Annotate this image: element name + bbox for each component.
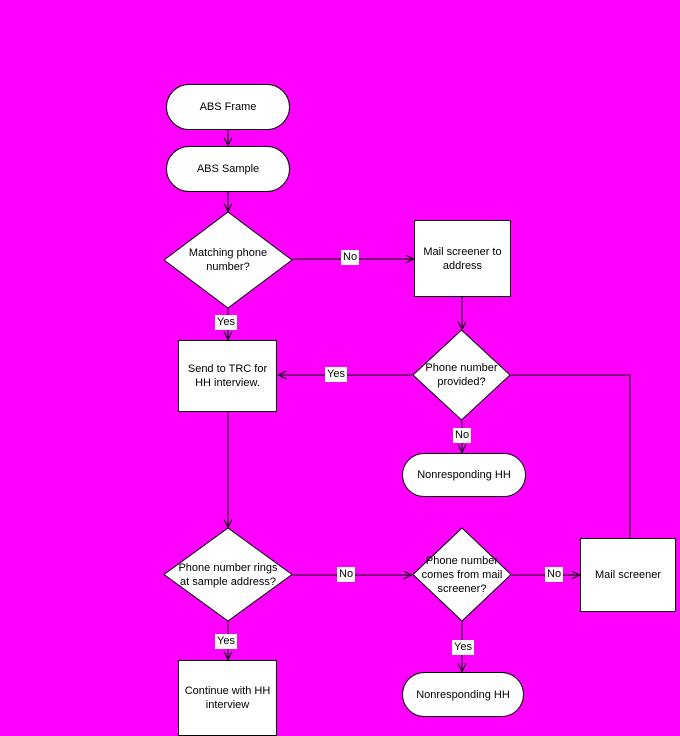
node-nonresponding-hh-bottom-label: Nonresponding HH: [416, 688, 510, 701]
edge-label-fromscreener-no: No: [545, 567, 564, 582]
edge-label-matching-no: No: [341, 250, 360, 265]
edge-label-fromscreener-yes: Yes: [452, 640, 474, 655]
diamond-shape: [163, 527, 293, 622]
node-abs-frame[interactable]: ABS Frame: [166, 84, 290, 130]
node-mail-screener-label: Mail screener: [594, 569, 662, 581]
edge-label-rings-yes: Yes: [215, 634, 237, 649]
node-mail-screener[interactable]: Mail screener: [580, 538, 676, 612]
edge-label-provided-yes: Yes: [325, 367, 347, 382]
diamond-shape: [412, 527, 512, 622]
node-nonresponding-hh-bottom[interactable]: Nonresponding HH: [402, 672, 524, 717]
edge-label-rings-no: No: [337, 567, 356, 582]
diamond-shape: [412, 329, 511, 421]
node-abs-frame-label: ABS Frame: [199, 101, 257, 113]
node-nonresponding-hh-top-label: Nonresponding HH: [417, 469, 511, 481]
node-nonresponding-hh-top[interactable]: Nonresponding HH: [402, 453, 526, 497]
node-abs-sample-label: ABS Sample: [196, 163, 260, 175]
edge-provided-to-mailscreener: [511, 374, 631, 538]
edge-label-matching-yes: Yes: [215, 315, 237, 330]
node-abs-sample[interactable]: ABS Sample: [166, 146, 290, 192]
edge-label-provided-no: No: [453, 428, 472, 443]
